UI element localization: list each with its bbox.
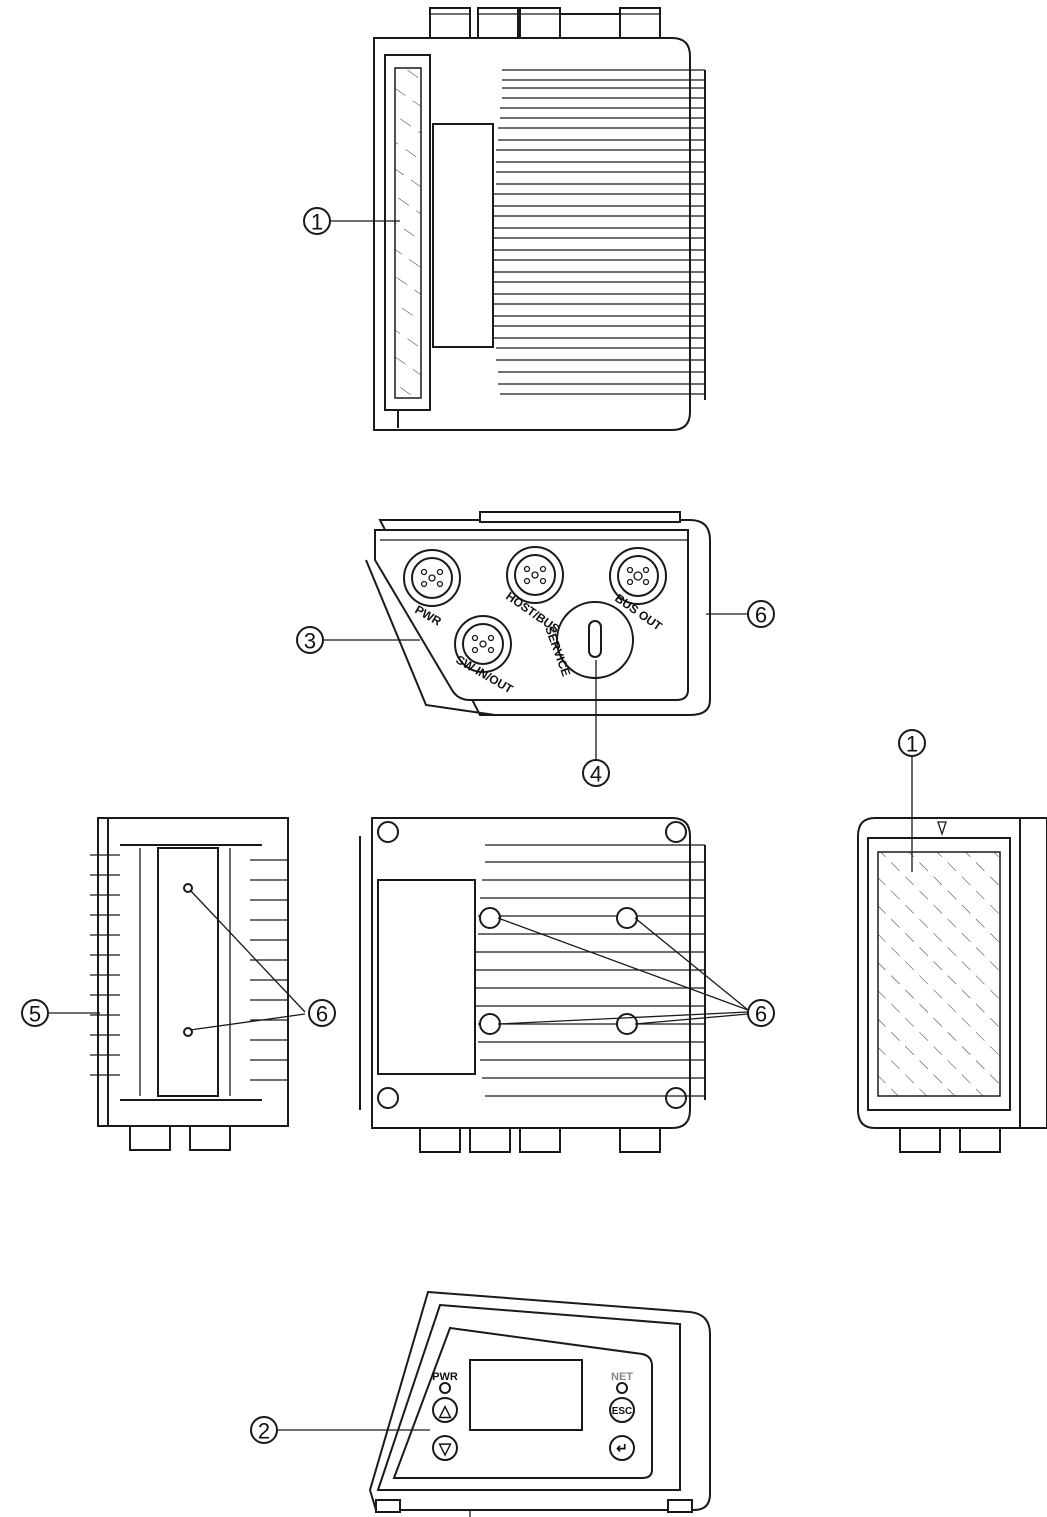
down-arrow-icon: ▽ [438,1441,452,1458]
pwr-led [439,1382,451,1394]
mounting-hole [616,907,638,929]
enter-icon: ↵ [616,1440,628,1456]
reading-window-front [877,851,1001,1097]
connector-view: PWR HOST/BUS IN BUS OUT SW IN/OUT SERVIC… [296,511,775,787]
lcd-display [469,1359,583,1431]
mounting-hole [479,907,501,929]
callout-3-connector-panel [296,626,324,654]
callout-6-bottom-label: 6 [755,1002,767,1027]
up-button[interactable] [432,1397,458,1423]
callout-6-side [308,999,336,1027]
left-fins [90,854,288,1081]
callout-4-label: 4 [590,762,602,787]
callout-6-label: 6 [755,603,767,628]
top-connectors [429,7,661,39]
callout-1-right-label: 1 [906,732,918,757]
callout-1-window-top [303,207,331,235]
callout-6-side-label: 6 [316,1002,328,1027]
net-label: NET [611,1371,633,1383]
bottom-view: 6 [359,817,775,1153]
pwr-label: PWR [432,1371,458,1383]
callout-6-bottom [747,999,775,1027]
callout-5-label: 5 [29,1002,41,1027]
callout-3-label: 3 [304,629,316,654]
display-panel-view: PWR △ ▽ NET ESC ↵ 2 [250,1290,711,1517]
reading-window [394,67,422,399]
screw-icon [665,821,687,843]
callout-2-display [250,1416,278,1444]
net-led [616,1382,628,1394]
down-button[interactable] [432,1435,458,1461]
callout-1-window-front [898,729,926,757]
top-view: 1 [303,7,706,431]
cooling-fins-top [492,69,706,400]
screw-icon [377,1087,399,1109]
screw-icon [665,1087,687,1109]
callout-5-side [21,999,49,1027]
screw-icon [377,821,399,843]
esc-button[interactable] [609,1397,635,1423]
left-side-view: 5 6 [21,817,336,1151]
esc-label: ESC [612,1406,633,1417]
callout-4-service-port [582,759,610,787]
mounting-hole [479,1013,501,1035]
callout-2-label: 2 [258,1419,270,1444]
front-view: 1 [857,729,1047,1153]
enter-button[interactable] [609,1435,635,1461]
up-arrow-icon: △ [438,1403,452,1420]
side-panel [432,123,494,348]
callout-6-connector-side [747,600,775,628]
callout-1-label: 1 [311,210,323,235]
